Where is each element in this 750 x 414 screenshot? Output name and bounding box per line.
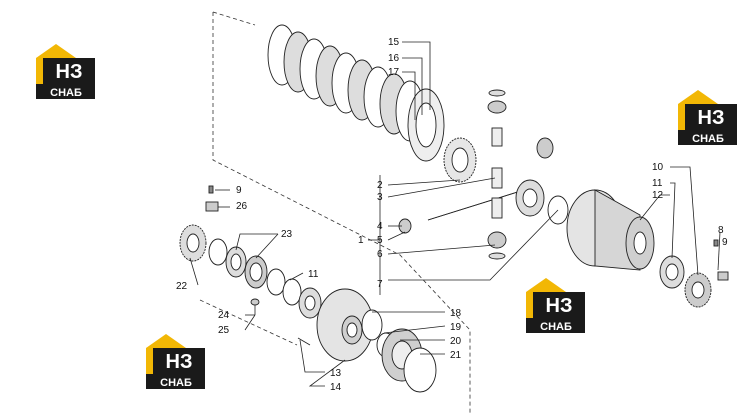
callout-25: 25: [218, 325, 230, 336]
callout-9-left: 9: [236, 185, 242, 196]
logo-watermark-bottom-left: НЗ СНАБ: [146, 334, 205, 389]
svg-text:НЗ: НЗ: [698, 107, 725, 129]
bolt-washer-24-25: [250, 298, 260, 315]
callout-5: 5: [377, 235, 383, 246]
callout-11-right: 11: [652, 178, 663, 189]
callout-labels: 15 16 17 2 3 4 5 6 7 1 10 11 12 8 9 9 26…: [176, 37, 728, 393]
svg-text:СНАБ: СНАБ: [540, 321, 572, 333]
side-gear: [443, 137, 477, 183]
callout-9-right: 9: [722, 237, 728, 248]
callout-4: 4: [377, 221, 383, 232]
callout-16: 18: [450, 308, 462, 319]
pinion-column: [398, 89, 554, 260]
callout-18: 20: [450, 336, 462, 347]
callout-24: 24: [218, 310, 230, 321]
callout-1: 1: [358, 235, 364, 246]
logo-watermark-top-right: НЗ СНАБ: [678, 90, 737, 145]
callout-7: 7: [377, 279, 383, 290]
svg-text:СНАБ: СНАБ: [160, 377, 192, 389]
callout-3: 3: [377, 192, 383, 203]
callout-17: 19: [450, 322, 462, 333]
svg-text:НЗ: НЗ: [56, 61, 83, 83]
callout-22: 22: [176, 281, 188, 292]
callout-26: 26: [236, 201, 248, 212]
bearing-ring: [515, 179, 569, 225]
callout-20: 13: [330, 368, 342, 379]
right-bearing: [659, 255, 712, 308]
callout-2: 2: [377, 180, 383, 191]
logo-watermark-top-left: НЗ СНАБ: [36, 44, 95, 99]
assembly-frame: [199, 11, 471, 414]
leader-lines: [189, 41, 721, 387]
svg-text:НЗ: НЗ: [166, 351, 193, 373]
callout-10: 10: [652, 162, 664, 173]
cover-rings: [361, 309, 437, 393]
callout-21: 14: [330, 382, 342, 393]
callout-11-left: 11: [308, 269, 319, 280]
callout-19: 21: [450, 350, 462, 361]
callout-12: 12: [652, 190, 664, 201]
left-bracket: [205, 185, 219, 212]
right-bracket: [713, 239, 729, 281]
flange: [297, 288, 374, 362]
callout-15: 17: [388, 67, 400, 78]
svg-text:СНАБ: СНАБ: [692, 133, 724, 145]
left-washers: [208, 238, 322, 319]
callout-6: 6: [377, 249, 383, 260]
svg-text:СНАБ: СНАБ: [50, 87, 82, 99]
svg-text:НЗ: НЗ: [546, 295, 573, 317]
callout-23: 23: [281, 229, 293, 240]
logo-watermark-center: НЗ СНАБ: [526, 278, 585, 333]
callout-14: 16: [388, 53, 400, 64]
left-gear: [179, 224, 207, 262]
differential-housing: [566, 189, 655, 271]
clutch-plate-stack: [267, 24, 445, 162]
callout-13: 15: [388, 37, 400, 48]
callout-8: 8: [718, 225, 724, 236]
